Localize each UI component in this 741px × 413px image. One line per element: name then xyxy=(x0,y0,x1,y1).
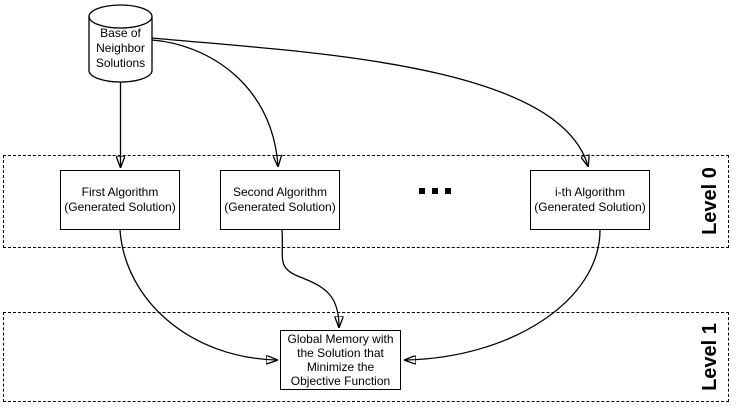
arrow-base-to-ith xyxy=(151,37,588,166)
node-global-memory: Global Memory with the Solution that Min… xyxy=(280,330,401,390)
node-label-line: Minimize the xyxy=(306,360,375,374)
node-label-line: the Solution that xyxy=(297,346,384,360)
level0-label: Level 0 xyxy=(699,167,721,235)
node-first-algorithm: First Algorithm (Generated Solution) xyxy=(60,170,180,230)
database-node-label: Base of Neighbor Solutions xyxy=(89,26,152,71)
ellipsis-dot xyxy=(445,188,451,194)
node-label-line: (Generated Solution) xyxy=(64,200,176,214)
ellipsis-dot xyxy=(432,188,438,194)
database-label-line: Neighbor xyxy=(96,41,145,55)
node-label-line: Second Algorithm xyxy=(232,185,328,199)
node-label-line: Global Memory with xyxy=(287,332,394,346)
database-label-line: Solutions xyxy=(95,56,146,70)
ellipsis-dot xyxy=(419,188,425,194)
level1-label: Level 1 xyxy=(699,323,721,391)
node-second-algorithm: Second Algorithm (Generated Solution) xyxy=(220,170,340,230)
node-label-line: (Generated Solution) xyxy=(224,200,336,214)
node-label-line: Objective Function xyxy=(290,374,391,388)
arrow-base-to-second xyxy=(151,39,278,166)
level1-container xyxy=(3,312,729,402)
node-ith-algorithm: i-th Algorithm (Generated Solution) xyxy=(530,170,650,230)
arrow-second-to-global xyxy=(281,229,339,327)
node-label-line: (Generated Solution) xyxy=(534,200,646,214)
node-label-line: i-th Algorithm xyxy=(554,185,626,199)
arrow-ith-to-global xyxy=(405,229,601,360)
level0-container xyxy=(3,155,729,248)
node-label-line: First Algorithm xyxy=(81,185,159,199)
arrow-first-to-global xyxy=(119,229,277,360)
ellipsis-icon xyxy=(419,188,451,194)
database-label-line: Base of xyxy=(100,26,141,40)
